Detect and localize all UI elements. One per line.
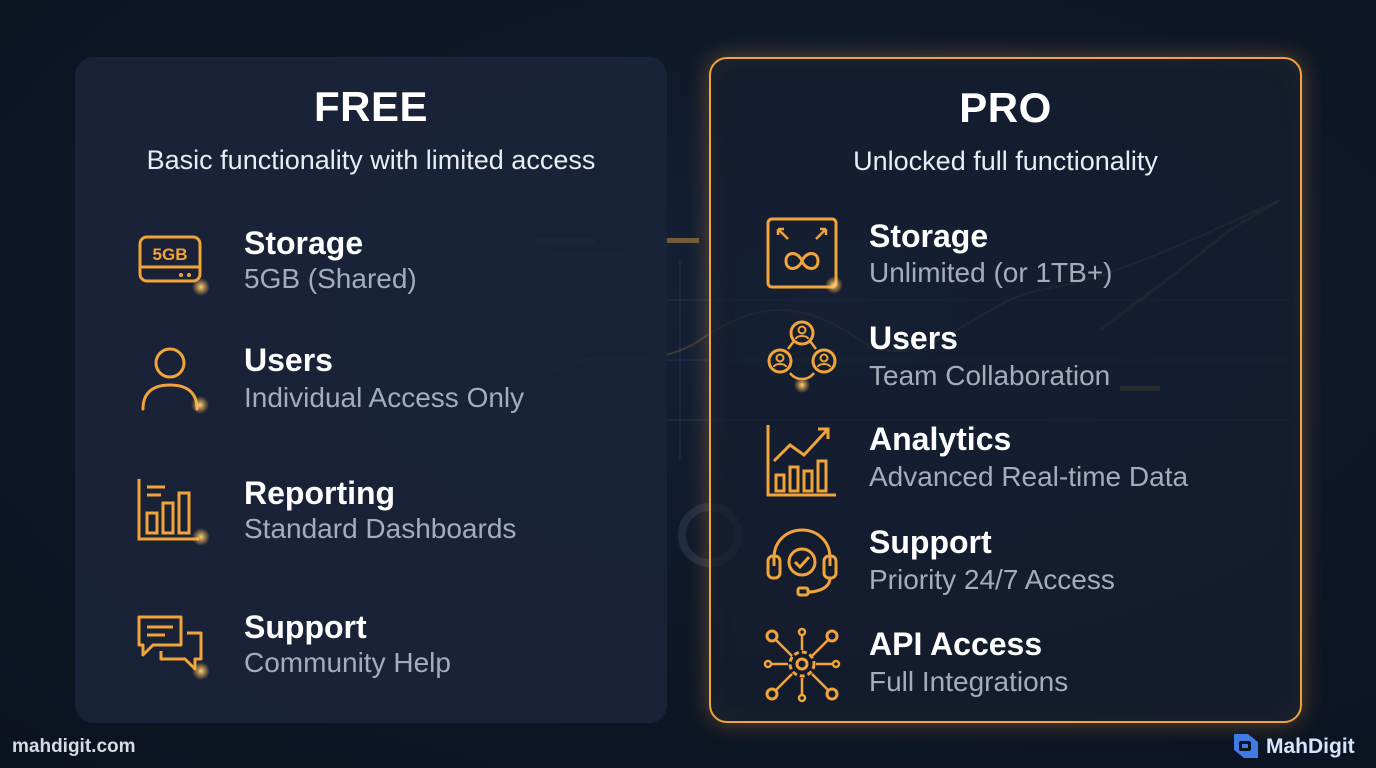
infinity-storage-icon [764,217,843,294]
feature-name: Reporting [244,475,396,511]
brand-name: MahDigit [1266,735,1355,758]
pro-feature-storage: Storage Unlimited (or 1TB+) [711,217,1300,307]
storage-icon-label: 5GB [153,245,188,264]
hard-drive-icon: 5GB [135,229,211,305]
free-feature-support: Support Community Help [75,609,667,699]
feature-name: Support [244,609,367,645]
feature-description: 5GB (Shared) [244,263,417,294]
free-plan-subtitle: Basic functionality with limited access [146,145,596,175]
pro-plan-title: PRO [959,84,1052,131]
pro-feature-api-access: API Access Full Integrations [711,626,1300,716]
brand-logo-icon [1234,734,1258,758]
feature-description: Advanced Real-time Data [869,461,1189,492]
feature-name: Users [244,342,333,378]
feature-description: Individual Access Only [244,382,525,413]
free-plan-title: FREE [313,83,428,130]
feature-name: Storage [244,225,364,261]
pro-feature-support: Support Priority 24/7 Access [711,524,1300,614]
pro-feature-analytics: Analytics Advanced Real-time Data [711,421,1300,511]
feature-description: Team Collaboration [869,360,1111,391]
feature-name: Storage [869,218,989,254]
api-gear-icon [763,627,841,704]
free-feature-storage: 5GB Storage 5GB (Shared) [75,225,667,315]
pro-plan-subtitle: Unlocked full functionality [853,146,1158,176]
pro-plan-card: PRO Unlocked full functionality Storage … [709,57,1302,723]
team-users-icon [764,319,840,395]
chat-bubbles-icon [135,611,211,687]
user-icon [135,347,211,423]
feature-name: Support [869,524,992,560]
headset-icon [764,526,840,602]
bar-report-icon [135,475,211,551]
brand-logo: MahDigit [1232,730,1366,762]
growth-chart-icon [764,423,840,499]
free-plan-card: FREE Basic functionality with limited ac… [75,57,667,723]
feature-description: Community Help [244,647,451,678]
feature-name: Users [869,320,958,356]
feature-name: API Access [869,626,1043,662]
feature-description: Priority 24/7 Access [869,564,1115,595]
feature-description: Standard Dashboards [244,513,517,544]
feature-description: Full Integrations [869,666,1069,697]
pro-feature-users: Users Team Collaboration [711,319,1300,409]
feature-name: Analytics [869,421,1012,457]
feature-description: Unlimited (or 1TB+) [869,257,1113,288]
website-url: mahdigit.com [12,736,136,757]
free-feature-reporting: Reporting Standard Dashboards [75,475,667,565]
free-feature-users: Users Individual Access Only [75,342,667,437]
